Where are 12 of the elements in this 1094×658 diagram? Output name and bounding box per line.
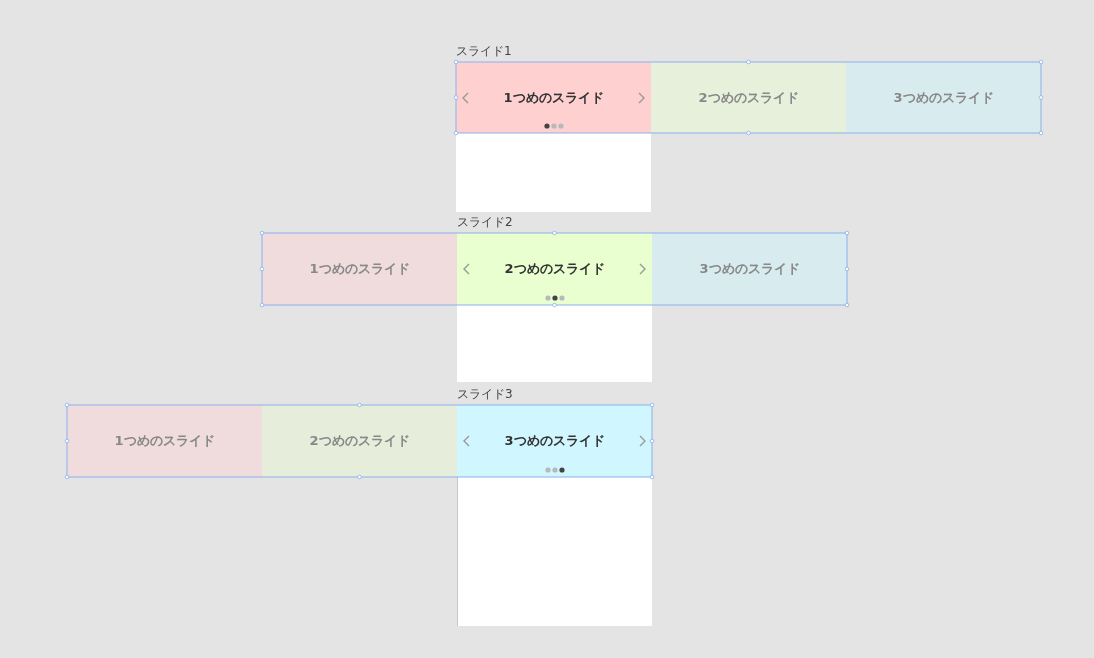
slide-panel: 1つめのスライド: [262, 233, 457, 305]
slide-panel: 1つめのスライド: [67, 405, 262, 477]
slide-panel: 1つめのスライド: [456, 62, 651, 133]
artboard-label: スライド2: [457, 216, 513, 229]
slide-panel: 2つめのスライド: [457, 233, 652, 305]
slide-panel: 2つめのスライド: [262, 405, 457, 477]
slide-panel: 2つめのスライド: [651, 62, 846, 133]
artboard-label: スライド3: [457, 388, 513, 401]
slide-panel: 3つめのスライド: [457, 405, 652, 477]
slide-panel: 3つめのスライド: [846, 62, 1041, 133]
slide-panel: 3つめのスライド: [652, 233, 847, 305]
artboard-label: スライド1: [456, 45, 512, 58]
